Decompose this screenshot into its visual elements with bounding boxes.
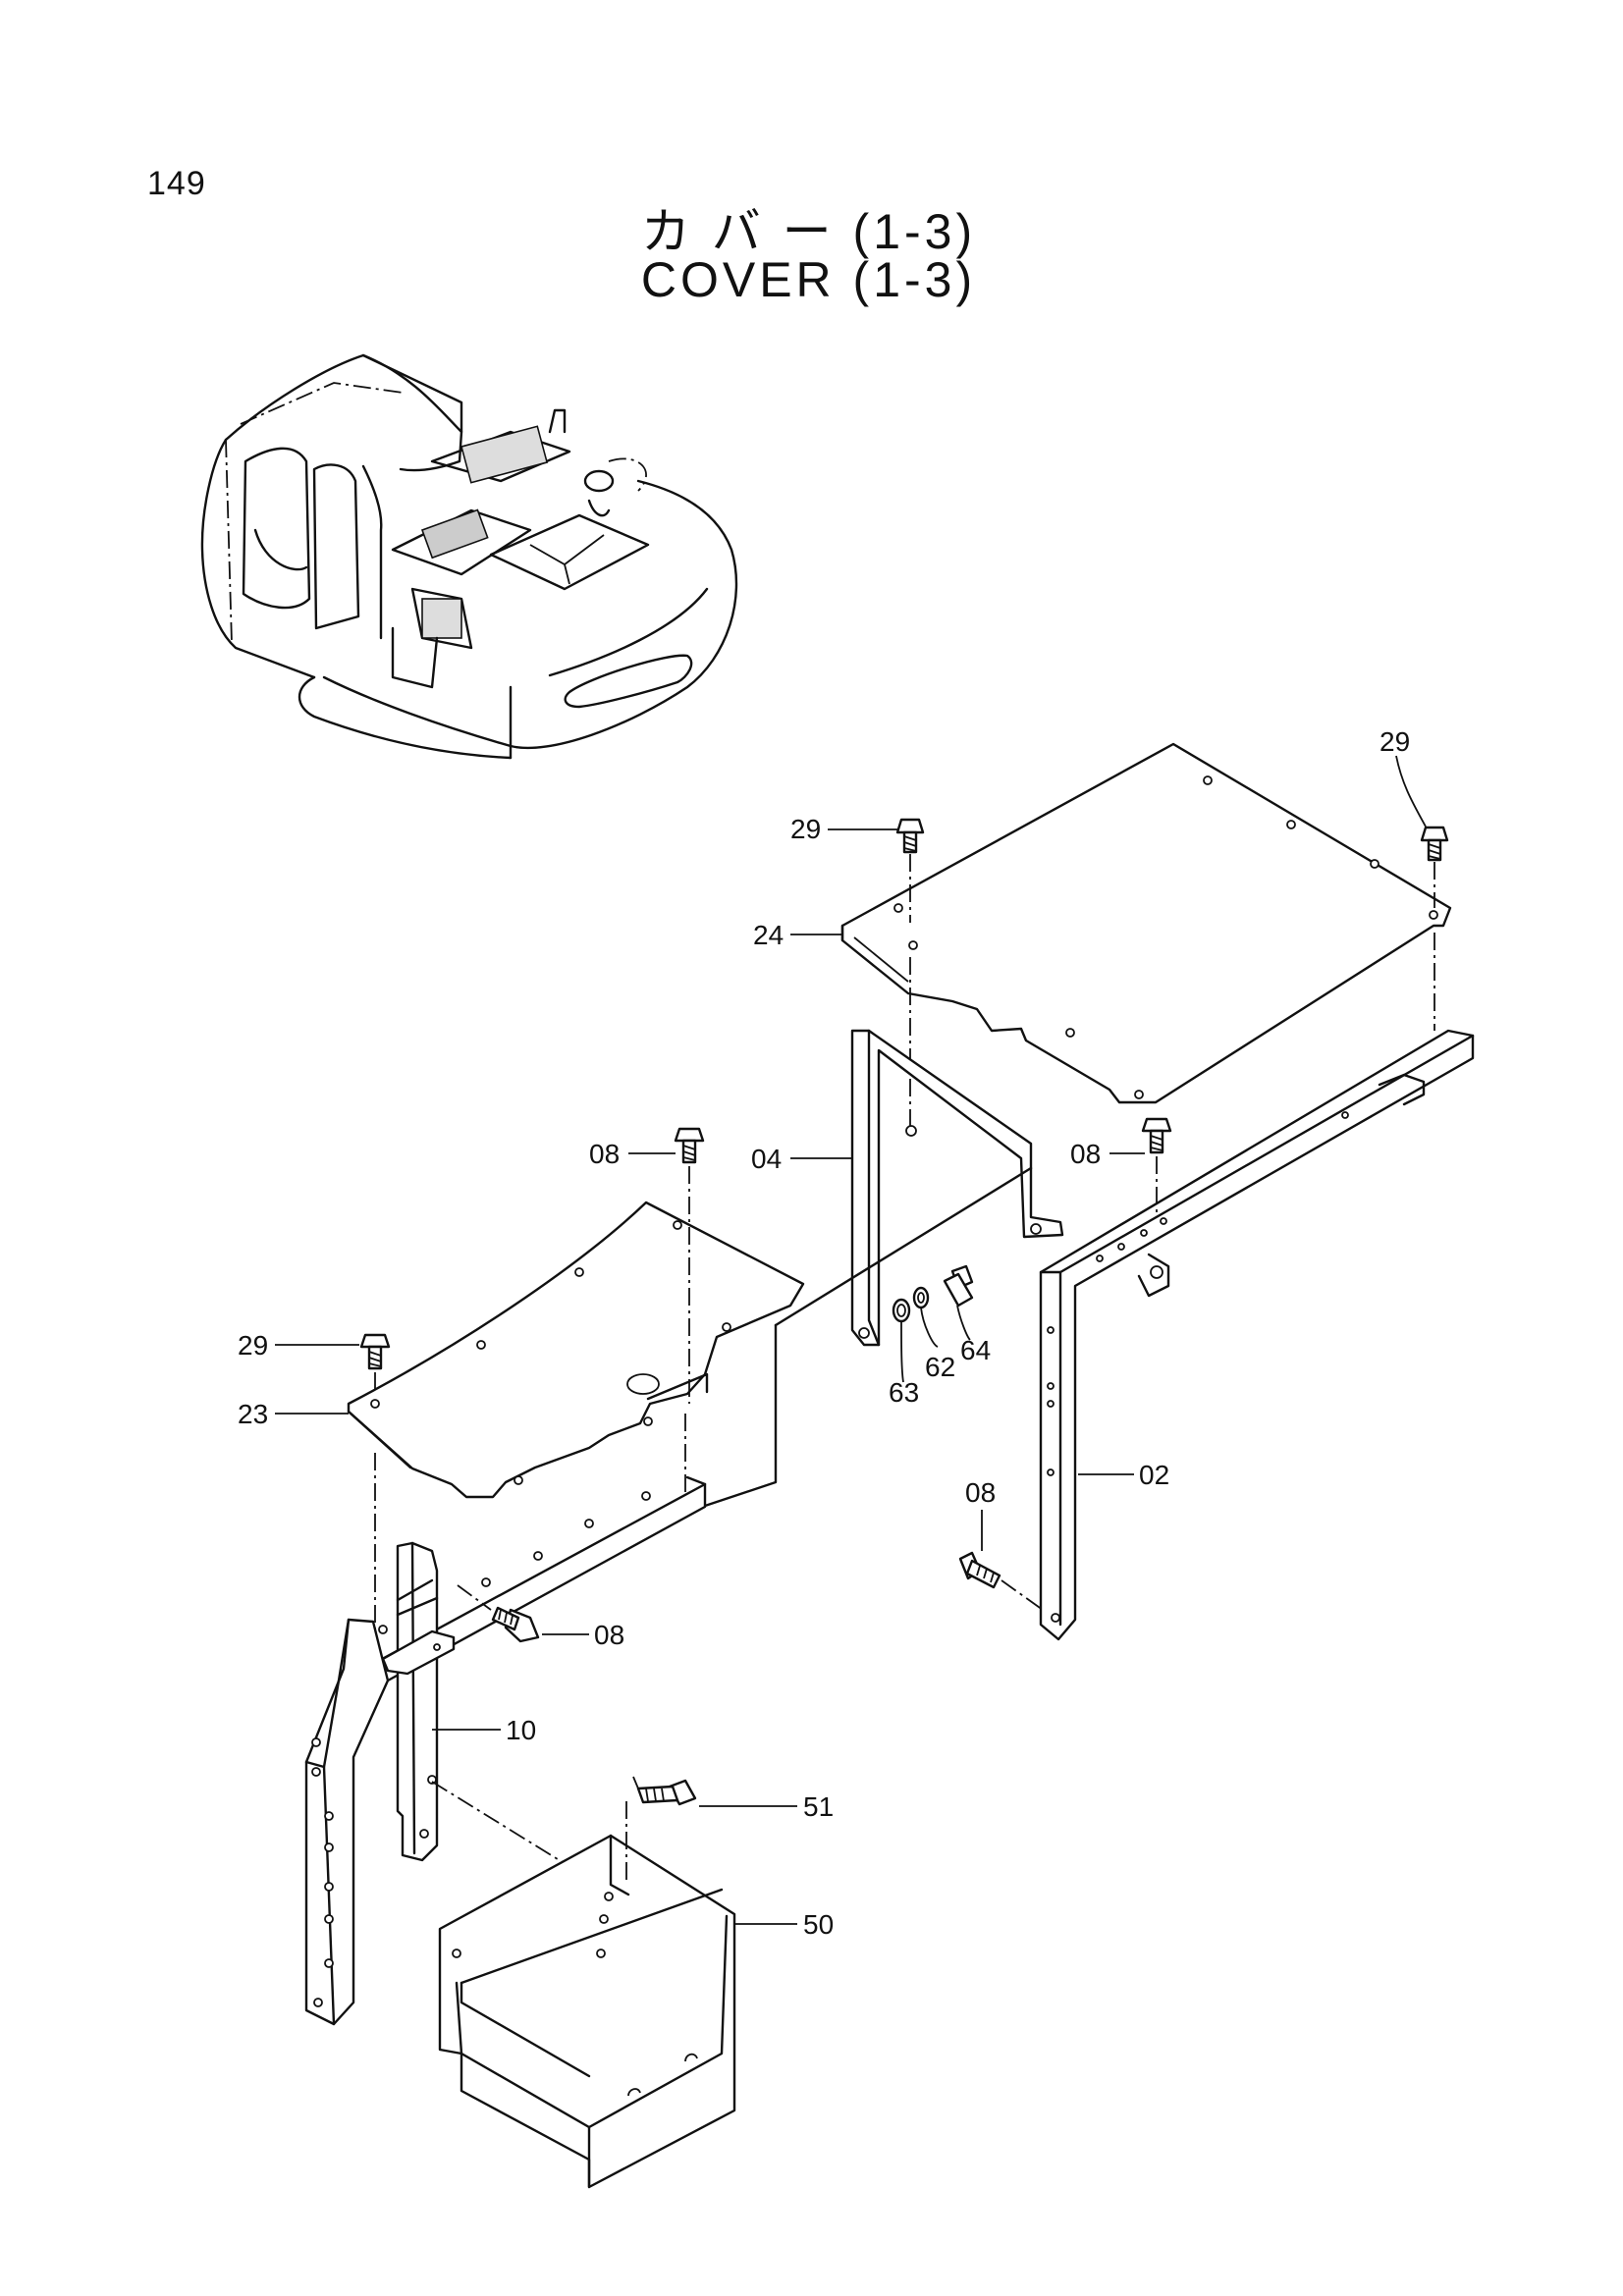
part-04-bracket <box>850 1029 1064 1347</box>
washer-62 <box>912 1286 930 1309</box>
bolt-29-lower <box>359 1333 391 1370</box>
callout-08-lower: 08 <box>594 1620 624 1650</box>
callout-50: 50 <box>803 1909 834 1940</box>
bolt-08-mid <box>674 1127 705 1164</box>
callout-08-mid: 08 <box>589 1139 620 1169</box>
bolt-08-right <box>1141 1117 1172 1154</box>
callout-labels: 29 29 24 08 04 08 29 23 64 62 63 02 08 0… <box>238 726 1410 1940</box>
excavator-overview-illustration <box>200 353 738 760</box>
bolt-08-horizontal-right <box>958 1551 1001 1589</box>
part-24-cover-plate <box>840 742 1452 1104</box>
callout-10: 10 <box>506 1715 536 1745</box>
bolt-51 <box>632 1776 697 1806</box>
callout-29-top: 29 <box>1380 726 1410 757</box>
support-frame-left <box>304 1475 707 2026</box>
bolt-29-upper-right <box>1420 826 1449 862</box>
callout-08-right: 08 <box>1070 1139 1101 1169</box>
bolt-64 <box>943 1264 974 1308</box>
callout-23: 23 <box>238 1399 268 1429</box>
part-02-frame <box>1039 1029 1475 1641</box>
part-10-post <box>381 1541 456 1862</box>
part-23-cover-plate <box>347 1201 805 1499</box>
callout-29-left: 29 <box>790 814 821 844</box>
callout-02: 02 <box>1139 1460 1169 1490</box>
title-japanese: カ バ ー (1-3) <box>640 204 977 259</box>
callout-29-lower: 29 <box>238 1330 268 1361</box>
bolt-29-upper-left <box>895 818 925 854</box>
leader-lines <box>275 755 1427 1925</box>
callout-04: 04 <box>751 1144 782 1174</box>
part-50-tray <box>438 1834 736 2189</box>
callout-24: 24 <box>753 920 784 950</box>
callout-08-bolt: 08 <box>965 1477 996 1508</box>
callout-51: 51 <box>803 1791 834 1822</box>
bolt-08-lower <box>491 1606 540 1643</box>
callout-63: 63 <box>889 1377 919 1408</box>
page-number: 149 <box>147 165 206 202</box>
washer-63 <box>892 1298 911 1323</box>
title-english: COVER (1-3) <box>640 252 977 307</box>
callout-64: 64 <box>960 1335 991 1365</box>
callout-62: 62 <box>925 1352 955 1382</box>
